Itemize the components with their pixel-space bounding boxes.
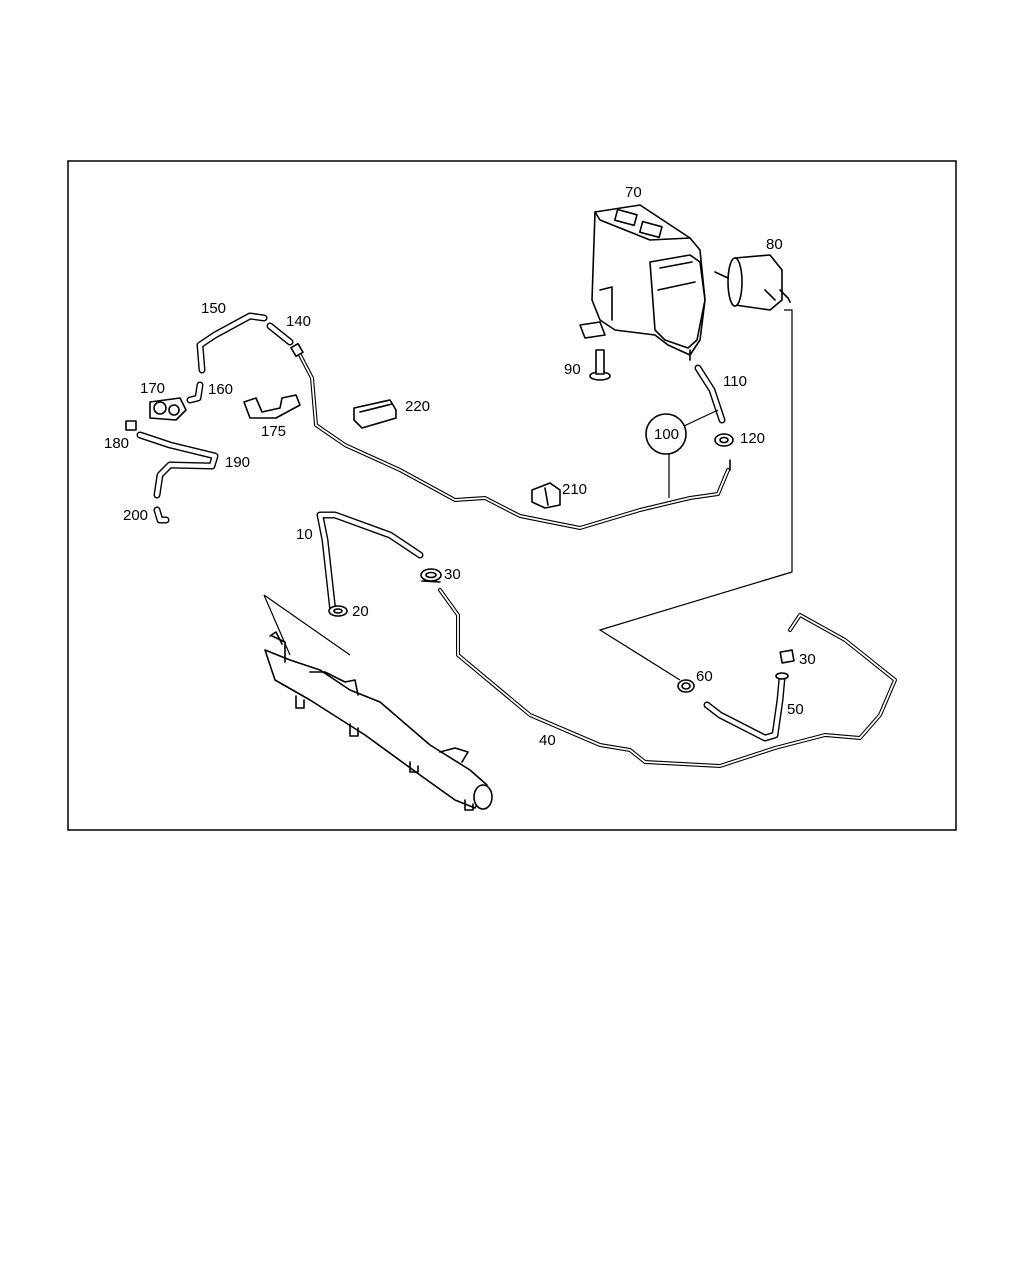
label-50: 50 bbox=[787, 701, 804, 718]
label-10: 10 bbox=[296, 526, 313, 543]
label-80: 80 bbox=[766, 236, 783, 253]
part-30-clamp-left bbox=[420, 568, 442, 583]
label-110: 110 bbox=[723, 373, 747, 390]
diagram-frame bbox=[67, 160, 957, 831]
label-20: 20 bbox=[352, 603, 369, 620]
label-220: 220 bbox=[405, 398, 430, 415]
fuel-line-upper bbox=[298, 353, 730, 530]
label-190: 190 bbox=[225, 454, 250, 471]
part-200-elbow bbox=[153, 506, 170, 524]
assembly-100-leaders bbox=[598, 309, 793, 681]
label-90: 90 bbox=[564, 361, 581, 378]
part-110-hose bbox=[694, 364, 726, 424]
label-170: 170 bbox=[140, 380, 165, 397]
label-70: 70 bbox=[625, 184, 642, 201]
part-175-bracket bbox=[243, 394, 301, 419]
label-140: 140 bbox=[286, 313, 311, 330]
part-210-clip bbox=[531, 482, 561, 509]
part-10-hose bbox=[316, 511, 424, 616]
label-100: 100 bbox=[654, 426, 679, 443]
part-30-clamp-right bbox=[779, 649, 795, 664]
part-150-hose bbox=[196, 312, 268, 374]
label-40: 40 bbox=[539, 732, 556, 749]
part-80-fuel-filter bbox=[714, 254, 791, 311]
label-30-left: 30 bbox=[444, 566, 461, 583]
part-160-elbow bbox=[186, 381, 204, 404]
part-20-clamp bbox=[328, 605, 348, 617]
fuel-rail bbox=[263, 594, 493, 811]
part-170-valve bbox=[149, 397, 187, 421]
part-60-clamp bbox=[677, 679, 695, 693]
callout-labels: 10 20 30 30 40 50 60 70 80 90 100 110 12… bbox=[104, 184, 816, 749]
part-70-canister bbox=[579, 204, 706, 361]
part-180-cap bbox=[125, 420, 137, 431]
part-90-bolt bbox=[589, 349, 611, 381]
label-150: 150 bbox=[201, 300, 226, 317]
label-160: 160 bbox=[208, 381, 233, 398]
label-180: 180 bbox=[104, 435, 129, 452]
part-140-connector bbox=[266, 322, 304, 358]
label-120: 120 bbox=[740, 430, 765, 447]
label-210: 210 bbox=[562, 481, 587, 498]
part-220-clip bbox=[353, 399, 397, 429]
label-200: 200 bbox=[123, 507, 148, 524]
label-60: 60 bbox=[696, 668, 713, 685]
part-50-hose bbox=[703, 672, 789, 742]
part-190-hose bbox=[136, 431, 219, 499]
label-30-right: 30 bbox=[799, 651, 816, 668]
part-120-clamp bbox=[714, 433, 734, 471]
label-175: 175 bbox=[261, 423, 286, 440]
part-40-return-line bbox=[438, 588, 897, 768]
